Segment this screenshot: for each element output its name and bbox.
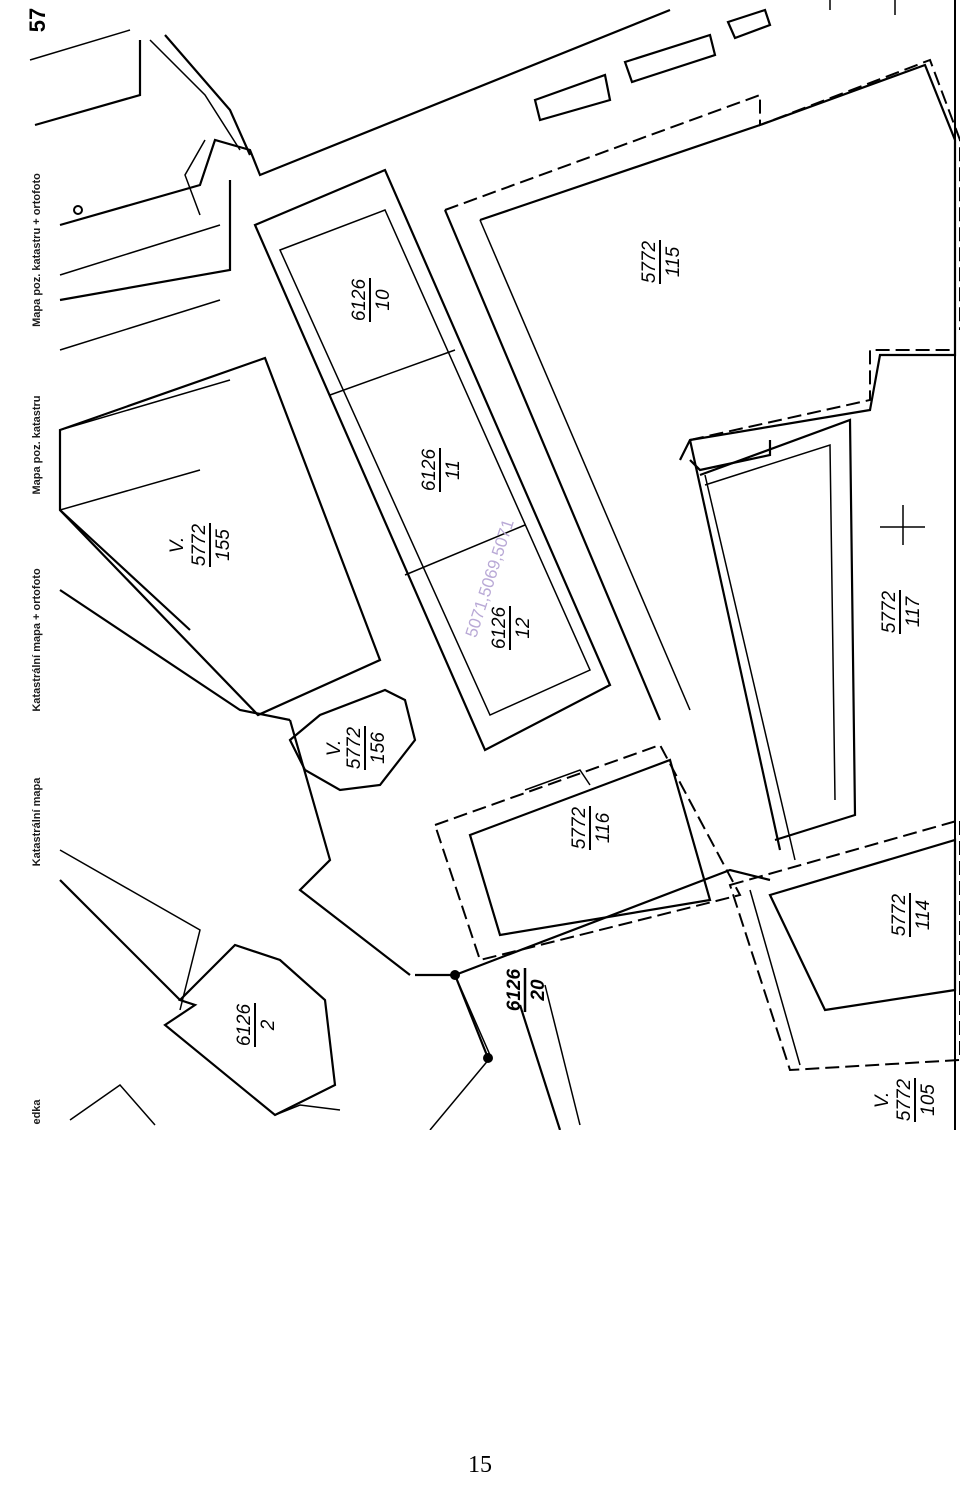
tab-cut[interactable]: edka	[31, 1099, 43, 1125]
svg-text:57: 57	[25, 8, 50, 32]
parcel-5772-105[interactable]: V. 5772 105	[872, 1078, 939, 1122]
tab-bar	[0, 0, 50, 1130]
svg-text:156: 156	[368, 732, 389, 764]
svg-text:20: 20	[528, 979, 549, 1002]
svg-text:6126: 6126	[349, 278, 370, 321]
svg-text:5772: 5772	[889, 893, 910, 936]
svg-text:10: 10	[373, 289, 394, 311]
svg-text:12: 12	[513, 617, 534, 639]
svg-text:5772: 5772	[639, 240, 660, 283]
svg-text:6126: 6126	[504, 968, 525, 1011]
svg-text:5772: 5772	[189, 523, 210, 566]
garage-block	[253, 168, 612, 752]
svg-text:117: 117	[903, 595, 924, 627]
svg-text:6126: 6126	[419, 448, 440, 491]
svg-text:Katastrální mapa + ortofoto: Katastrální mapa + ortofoto	[31, 568, 43, 712]
parcel-6126-10[interactable]: 6126 10	[349, 278, 394, 322]
lower-left-lines	[69, 1083, 341, 1126]
svg-text:5772: 5772	[894, 1078, 915, 1121]
svg-text:115: 115	[663, 246, 684, 277]
parcel-6126-11[interactable]: 6126 11	[419, 448, 464, 492]
svg-text:116: 116	[593, 812, 614, 843]
svg-text:105: 105	[918, 1084, 939, 1116]
svg-text:155: 155	[213, 529, 234, 561]
svg-text:11: 11	[443, 460, 464, 480]
parcel-5772-155[interactable]: V. 5772 155	[58, 356, 382, 717]
parcel-6126-12[interactable]: 6126 12	[489, 606, 534, 650]
tab-mapa-poz-katastru[interactable]: Mapa poz. katastru	[31, 395, 43, 494]
parcel-6126-20[interactable]: 6126 20	[504, 968, 549, 1012]
svg-text:2: 2	[258, 1019, 279, 1031]
tab-katastralni-mapa-ortofoto[interactable]: Katastrální mapa + ortofoto	[31, 568, 43, 712]
map-canvas: 57 edka Katastrální mapa Katastrální map…	[0, 0, 960, 1131]
cadastral-map[interactable]: 57 edka Katastrální mapa Katastrální map…	[0, 0, 960, 1131]
tab-katastralni-mapa[interactable]: Katastrální mapa	[31, 777, 43, 867]
svg-text:5772: 5772	[344, 726, 365, 769]
page-number: 57	[25, 8, 50, 32]
svg-text:5772: 5772	[879, 590, 900, 633]
svg-text:V.: V.	[167, 537, 188, 554]
svg-text:Mapa poz. katastru: Mapa poz. katastru	[31, 395, 43, 494]
svg-text:5772: 5772	[569, 806, 590, 849]
svg-text:V.: V.	[872, 1092, 893, 1109]
svg-text:6126: 6126	[489, 606, 510, 649]
svg-text:edka: edka	[31, 1099, 43, 1125]
footer-page-number: 15	[468, 1452, 492, 1478]
svg-text:Katastrální mapa: Katastrální mapa	[31, 777, 43, 867]
small-structures	[533, 0, 896, 122]
svg-text:114: 114	[913, 900, 934, 930]
svg-text:V.: V.	[324, 740, 345, 757]
parcel-5772-117[interactable]: 5772 117	[688, 349, 955, 861]
svg-text:Mapa poz. katastru + ortofoto: Mapa poz. katastru + ortofoto	[31, 173, 43, 327]
street-corridor	[415, 868, 771, 1131]
parcel-5772-116[interactable]: 5772 116	[433, 743, 742, 962]
parcel-5772-156[interactable]: V. 5772 156	[288, 688, 417, 792]
tab-mapa-poz-katastru-ortofoto[interactable]: Mapa poz. katastru + ortofoto	[31, 173, 43, 327]
parcel-5772-114[interactable]: 5772 114	[728, 818, 960, 1072]
street-lines	[29, 8, 671, 1011]
parcel-6126-2[interactable]: 6126 2	[163, 943, 337, 1117]
svg-text:6126: 6126	[234, 1003, 255, 1046]
